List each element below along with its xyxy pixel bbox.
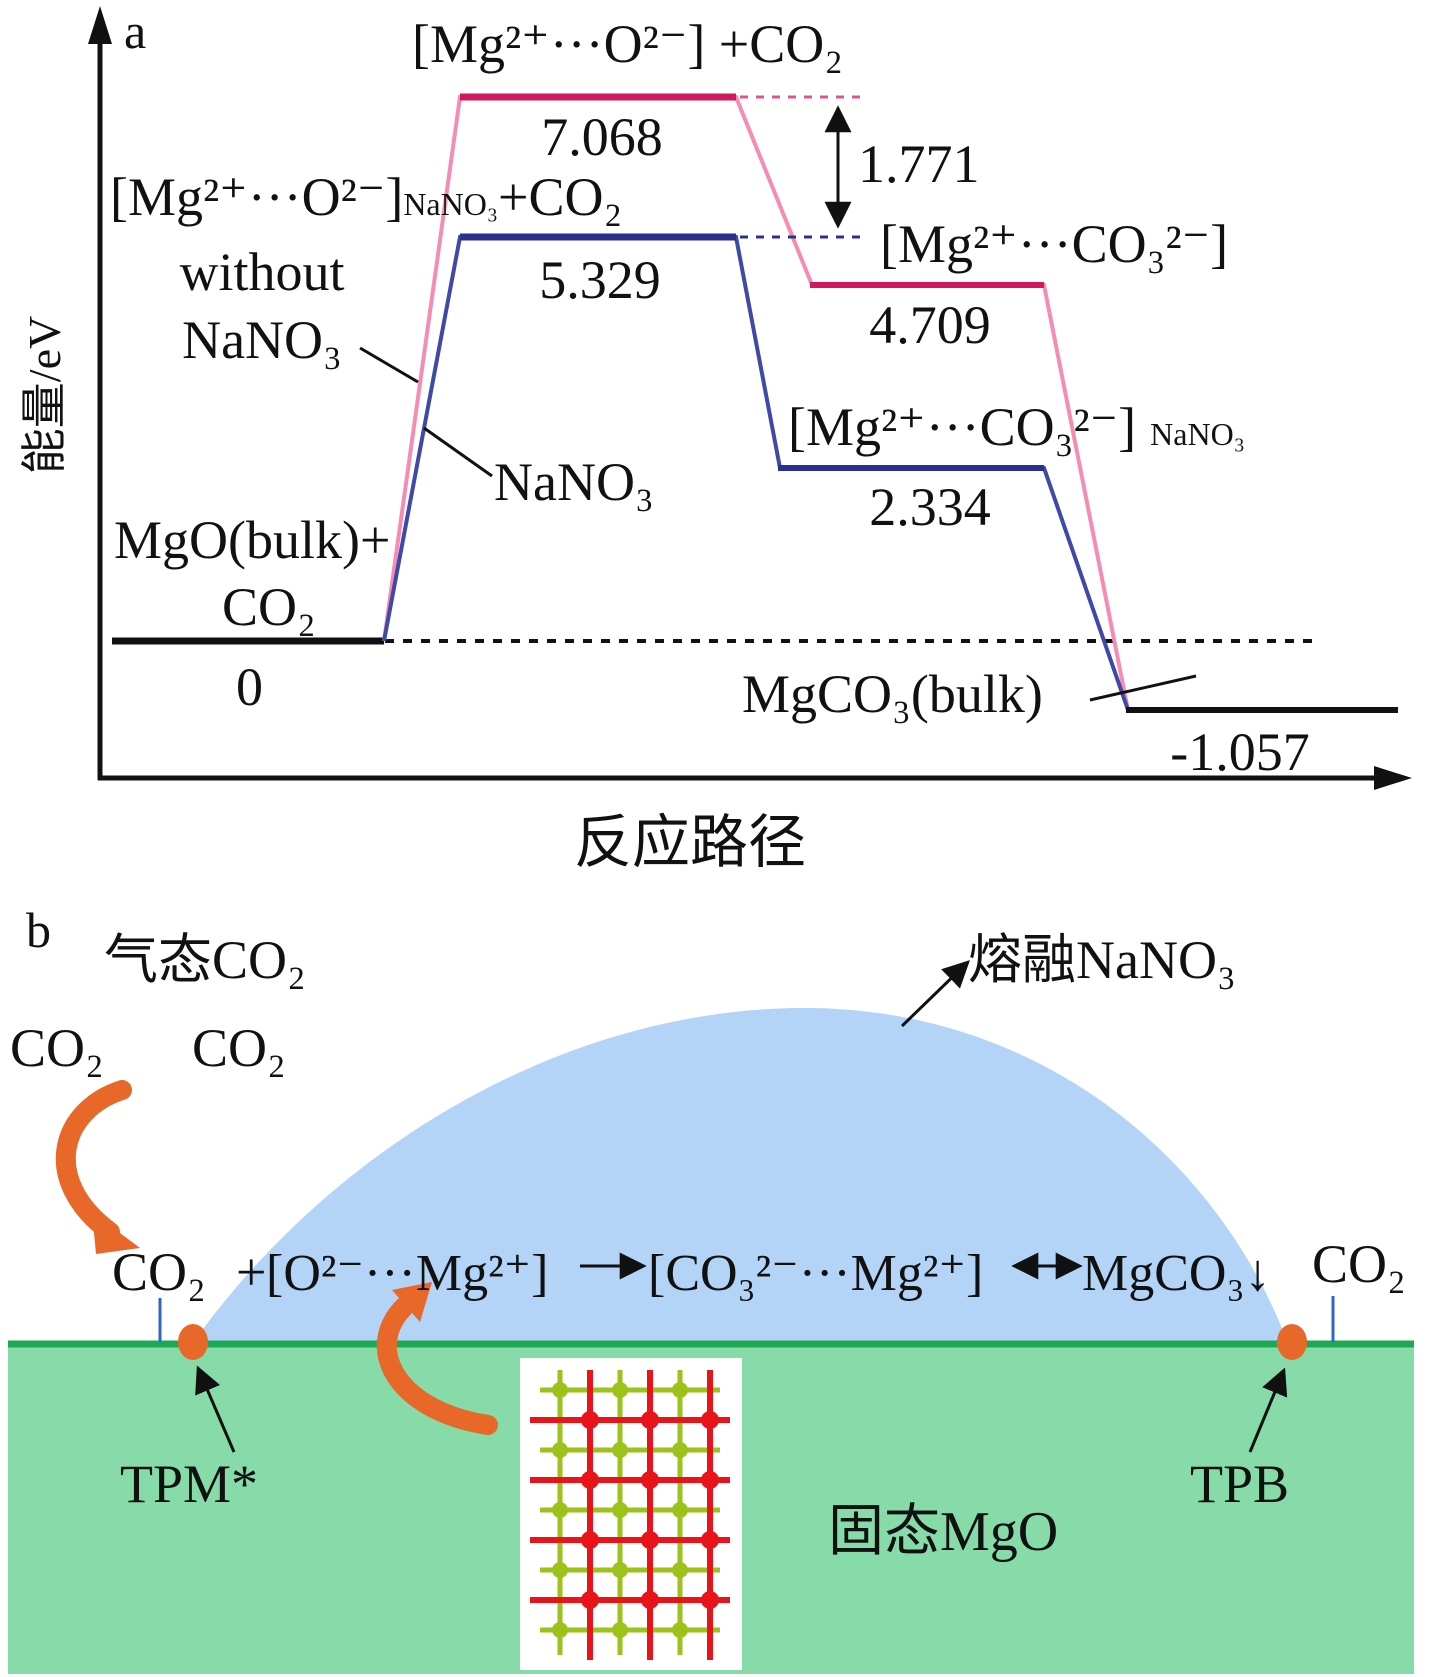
intermediate-without-label: [Mg²⁺···CO₃²⁻] xyxy=(880,214,1228,274)
solid-mgo-label: 固态MgO xyxy=(828,1501,1058,1563)
product-value: -1.057 xyxy=(1170,722,1309,782)
product-leader xyxy=(1089,674,1197,702)
tpm-point xyxy=(178,1324,208,1360)
x-axis-arrowhead xyxy=(1374,766,1412,790)
reaction-plus: + xyxy=(236,1242,266,1302)
difference-value: 1.771 xyxy=(858,134,980,194)
gas-co2-molecule-1: CO₂ xyxy=(10,1018,104,1078)
with-label-leader xyxy=(423,426,493,478)
y-axis-label: 能量/eV xyxy=(19,316,70,474)
panel-a-label: a xyxy=(124,3,146,59)
reaction-reactant: CO₂ xyxy=(112,1242,206,1302)
path-with-nano3-slopes xyxy=(382,235,1130,711)
with-label: NaNO₃ xyxy=(494,452,654,512)
gas-to-surface-curved-arrow xyxy=(55,1080,140,1254)
tpm-arrow xyxy=(195,1365,236,1453)
without-label-line1: without xyxy=(179,242,344,302)
intermediate-with-value: 2.334 xyxy=(869,477,991,537)
panel-b-schematic: b xyxy=(8,902,1414,1674)
tpb-arrow xyxy=(1248,1367,1288,1453)
x-axis-label: 反应路径 xyxy=(574,810,806,875)
start-label-line2: CO₂ xyxy=(222,577,316,637)
without-label-leader xyxy=(359,346,419,384)
panel-b-label: b xyxy=(26,902,51,958)
without-label-line2: NaNO₃ xyxy=(182,310,342,370)
reaction-product: MgCO₃↓ xyxy=(1082,1245,1271,1302)
product-label: MgCO₃(bulk) xyxy=(742,664,1043,724)
start-label-line1: MgO(bulk)+ xyxy=(114,510,390,570)
ts-with-value: 5.329 xyxy=(539,250,661,310)
tpm-label: TPM* xyxy=(120,1454,258,1514)
tpb-label: TPB xyxy=(1190,1454,1289,1514)
molten-nano3-label: 熔融NaNO₃ xyxy=(968,930,1236,990)
mgo-crystal-lattice xyxy=(520,1358,742,1670)
gas-co2-molecule-2: CO₂ xyxy=(192,1018,286,1078)
gas-co2-label: 气态CO₂ xyxy=(104,930,306,990)
ts-without-value: 7.068 xyxy=(541,107,663,167)
intermediate-with-label: [Mg²⁺···CO₃²⁻]NaNO₃ xyxy=(788,397,1245,457)
panel-a-energy-diagram: a 能量/eV 反应路径 1.771 MgO(bulk)+ CO₂ 0 [ xyxy=(19,3,1412,875)
gas-co2-molecule-right: CO₂ xyxy=(1312,1234,1406,1294)
path-without-nano3-slopes xyxy=(382,95,1130,711)
y-axis-arrowhead xyxy=(88,6,112,44)
reaction-equation: CO₂ + [O²⁻···Mg²⁺] [CO₃²⁻···Mg²⁺] MgCO₃↓ xyxy=(112,1242,1271,1302)
ts-without-label: [Mg²⁺···O²⁻] +CO₂ xyxy=(412,14,843,74)
start-value: 0 xyxy=(236,657,263,717)
intermediate-without-value: 4.709 xyxy=(869,295,991,355)
ts-with-label: [Mg²⁺···O²⁻]NaNO₃+CO₂ xyxy=(110,167,622,227)
lattice-to-reaction-curved-arrow xyxy=(376,1282,498,1435)
reaction-complex-2: [CO₃²⁻···Mg²⁺] xyxy=(648,1245,983,1302)
reaction-complex-1: [O²⁻···Mg²⁺] xyxy=(266,1245,548,1302)
tpb-point xyxy=(1277,1324,1307,1360)
molten-label-arrow xyxy=(900,960,970,1028)
